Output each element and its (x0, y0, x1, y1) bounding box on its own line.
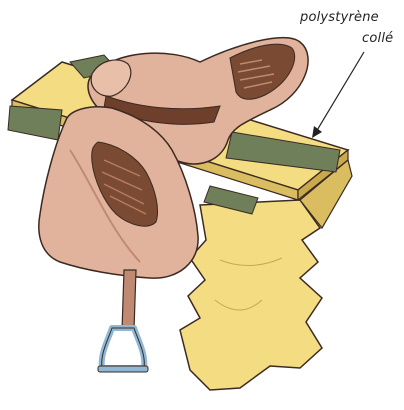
polystyrene-strip-left (8, 106, 62, 140)
annotation-label-line1: polystyrène (300, 10, 379, 26)
annotation-label-line2: collé (362, 31, 393, 47)
stand-leg (180, 200, 322, 390)
stirrup-icon (98, 328, 148, 372)
leader-arrow (312, 52, 364, 138)
stirrup-leather (122, 270, 136, 330)
